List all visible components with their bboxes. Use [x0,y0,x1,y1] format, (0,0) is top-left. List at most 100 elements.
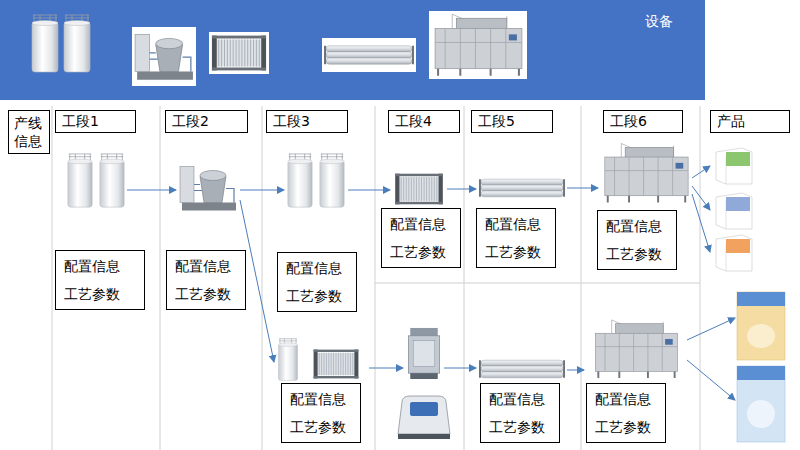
column-divider [700,106,701,450]
band-tank [32,15,58,72]
section-header: 工段2 [165,110,248,133]
line-info-label: 产线 信息 [14,114,44,150]
flow-arrow [348,190,390,191]
product-carton [716,148,752,184]
config-label: 配置信息 [390,215,452,233]
line-info-box: 产线 信息 [8,110,50,154]
plate-exchanger [395,174,443,205]
section-header: 工段5 [471,110,553,133]
band-tube-heater [325,46,413,64]
config-box: 配置信息工艺参数 [281,383,361,443]
section-label: 工段4 [395,112,432,130]
lab-machine [398,396,450,439]
row-divider [375,283,700,284]
flow-arrow [567,370,584,371]
column-divider [464,106,465,450]
flow-arrow [692,194,710,252]
config-label: 配置信息 [485,215,547,233]
column-divider [160,106,161,450]
config-box: 配置信息工艺参数 [381,208,461,268]
config-label: 配置信息 [64,257,136,275]
config-box: 配置信息工艺参数 [55,250,145,310]
config-label: 配置信息 [489,390,551,408]
config-label: 工艺参数 [290,418,352,436]
section-label: 工段2 [172,112,209,130]
homogenizer [408,328,439,379]
config-label: 工艺参数 [286,287,348,305]
band-image-ground [429,11,527,79]
flow-arrow [127,190,176,191]
product-box-picture [747,400,775,428]
product-carton [716,193,752,229]
filling-machine [595,320,677,378]
product-box-picture [747,324,775,348]
flow-arrows [127,166,735,400]
config-box: 配置信息工艺参数 [586,383,666,443]
section-header: 工段4 [388,110,460,133]
flow-arrow [447,189,476,190]
band-plate-exchanger [212,36,266,71]
product-label: 产品 [717,112,745,130]
carton-label [726,197,750,211]
band-label: 设备 [645,12,705,30]
tank [100,154,124,207]
equipment-band: 设备 [0,0,705,100]
column-dividers [52,106,700,450]
config-label: 工艺参数 [390,243,452,261]
config-label: 工艺参数 [489,418,551,436]
product-box [737,366,785,442]
equipment-band-fill [0,0,705,100]
flow-arrow [692,166,710,178]
config-label: 配置信息 [606,217,668,235]
tank [288,154,312,207]
filling-machine [605,143,688,202]
config-label: 工艺参数 [64,285,136,303]
config-label: 工艺参数 [175,285,237,303]
plate-exchanger [314,350,359,379]
tank [68,154,92,207]
carton-label [726,152,750,166]
flow-arrow [567,188,598,189]
config-box: 配置信息工艺参数 [480,383,560,443]
config-label: 配置信息 [290,390,352,408]
product-carton [716,235,752,271]
config-label: 配置信息 [595,390,657,408]
config-box: 配置信息工艺参数 [597,210,677,270]
product-box-band [737,292,785,306]
column-divider [262,106,263,450]
product-header: 产品 [710,110,790,133]
flow-arrow [692,186,710,210]
section-label: 工段1 [62,112,99,130]
section-label: 工段5 [478,112,515,130]
config-box: 配置信息工艺参数 [476,208,556,268]
config-label: 配置信息 [175,257,237,275]
flow-arrow [240,190,284,191]
column-divider [52,106,53,450]
config-box: 配置信息工艺参数 [166,250,246,310]
carton-label [726,239,750,253]
config-box: 配置信息工艺参数 [277,252,357,312]
section-label: 工段3 [273,112,310,130]
band-image-ground [209,32,269,74]
tube-heater [480,360,564,378]
product-box-band [737,366,785,380]
config-label: 工艺参数 [485,243,547,261]
tank [278,339,297,381]
tube-heater [480,179,564,197]
band-image-ground [132,27,196,86]
flow-arrow [444,368,476,369]
product-box [737,292,785,360]
section-label: 工段6 [610,112,647,130]
config-label: 工艺参数 [595,418,657,436]
band-tank [64,15,90,72]
section-header: 工段3 [266,110,348,133]
config-label: 配置信息 [286,259,348,277]
column-divider [581,106,582,450]
tank [320,154,344,207]
flow-arrow [369,368,403,369]
flow-arrow [687,360,735,400]
separator [180,167,236,211]
band-image-ground [322,38,416,72]
column-divider [375,106,376,450]
